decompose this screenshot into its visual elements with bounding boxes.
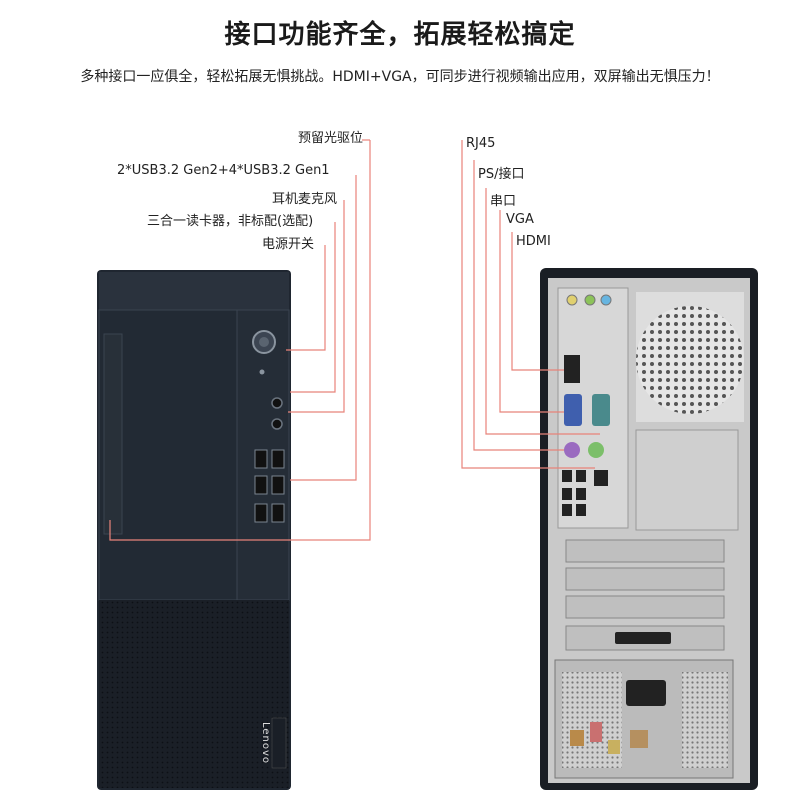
label-audio-jack: 耳机麦克风 [272, 192, 338, 207]
page-title: 接口功能齐全，拓展轻松搞定 [224, 20, 576, 50]
label-usb-ports: 2*USB3.2 Gen2+4*USB3.2 Gen1 [117, 163, 330, 178]
label-ps2: PS/接口 [478, 167, 525, 182]
front-tower [97, 270, 291, 790]
label-serial: 串口 [490, 194, 517, 209]
rear-tower [540, 268, 758, 790]
label-vga: VGA [506, 212, 534, 227]
label-hdmi: HDMI [516, 234, 551, 249]
front-leader-lines [109, 140, 371, 541]
label-card-reader: 三合一读卡器，非标配(选配) [147, 214, 314, 229]
label-optical-drive: 预留光驱位 [298, 131, 364, 146]
lenovo-logo [271, 717, 287, 769]
page-subtitle: 多种接口一应俱全，轻松拓展无惧挑战。HDMI+VGA，可同步进行视频输出应用，双… [80, 69, 720, 85]
label-power-switch: 电源开关 [262, 237, 315, 252]
label-rj45: RJ45 [466, 136, 496, 151]
rear-leader-lines [461, 140, 600, 469]
brand-text: Lenovo [260, 722, 271, 765]
